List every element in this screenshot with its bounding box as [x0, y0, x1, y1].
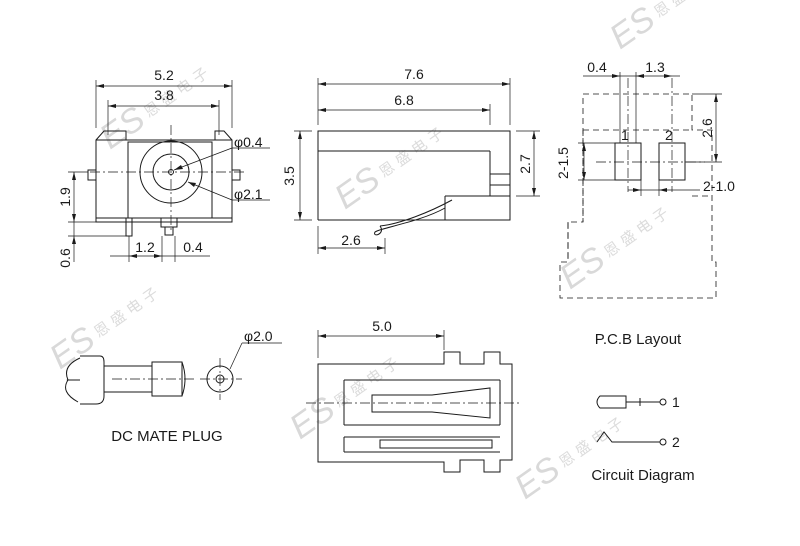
- dim-pcb-pad-gap: 2-1.0: [703, 178, 735, 194]
- dim-side-tab-length: 2.6: [341, 232, 361, 248]
- dim-plug-diameter: φ2.0: [244, 328, 273, 344]
- dim-side-length-inner: 6.8: [394, 92, 414, 108]
- dim-front-width-outer: 5.2: [154, 67, 174, 83]
- dim-pin-diameter: φ0.4: [234, 134, 263, 150]
- dim-pin-spacing: 1.2: [135, 239, 155, 255]
- watermark-chinese: 恩 盛 电 子: [601, 204, 672, 261]
- dim-pcb-pad-height: 2-1.5: [555, 147, 571, 179]
- dim-side-length-outer: 7.6: [404, 66, 424, 82]
- dim-pcb-height: 2.6: [699, 118, 715, 138]
- dim-pcb-pad-width: 0.4: [587, 59, 607, 75]
- pcb-pad-2-label: 2: [665, 127, 673, 143]
- dim-pcb-pad-spacing: 1.3: [645, 59, 665, 75]
- dc-mate-plug-label: DC MATE PLUG: [111, 428, 222, 445]
- dim-bottom-length: 5.0: [372, 318, 392, 334]
- pcb-layout-label: P.C.B Layout: [595, 331, 682, 348]
- bottom-view: 5.0: [306, 318, 522, 473]
- watermark-chinese: 恩 盛 电 子: [556, 414, 627, 471]
- dim-pin-offset: 0.6: [57, 248, 73, 268]
- circuit-diagram: 1 2 Circuit Diagram: [591, 394, 694, 484]
- watermark-chinese: 恩 盛 电 子: [91, 284, 162, 341]
- circuit-pin-2-label: 2: [672, 434, 680, 450]
- dim-front-height: 1.9: [57, 187, 73, 207]
- pcb-layout: 1 2 0.4 1.3 2.6 2-1.5 2-1.0: [555, 59, 735, 348]
- watermark-chinese: 恩 盛 电 子: [651, 0, 722, 21]
- dim-front-width-inner: 3.8: [154, 87, 174, 103]
- watermark-chinese: 恩 盛 电 子: [376, 124, 447, 181]
- front-view: 5.2 3.8 φ0.4 φ2.1 1.9 0.6: [57, 67, 270, 268]
- dim-pin-width: 0.4: [183, 239, 203, 255]
- dim-hole-diameter: φ2.1: [234, 186, 263, 202]
- dim-side-height-right: 2.7: [517, 154, 533, 174]
- circuit-pin-1-label: 1: [672, 394, 680, 410]
- pcb-pad-1-label: 1: [621, 127, 629, 143]
- side-view: 7.6 6.8 3.5 2.7 2.6: [281, 66, 540, 254]
- watermark-chinese: 恩 盛 电 子: [141, 64, 212, 121]
- circuit-diagram-label: Circuit Diagram: [591, 467, 694, 484]
- dc-mate-plug: φ2.0 DC MATE PLUG: [65, 328, 282, 445]
- dim-side-height-left: 3.5: [281, 166, 297, 186]
